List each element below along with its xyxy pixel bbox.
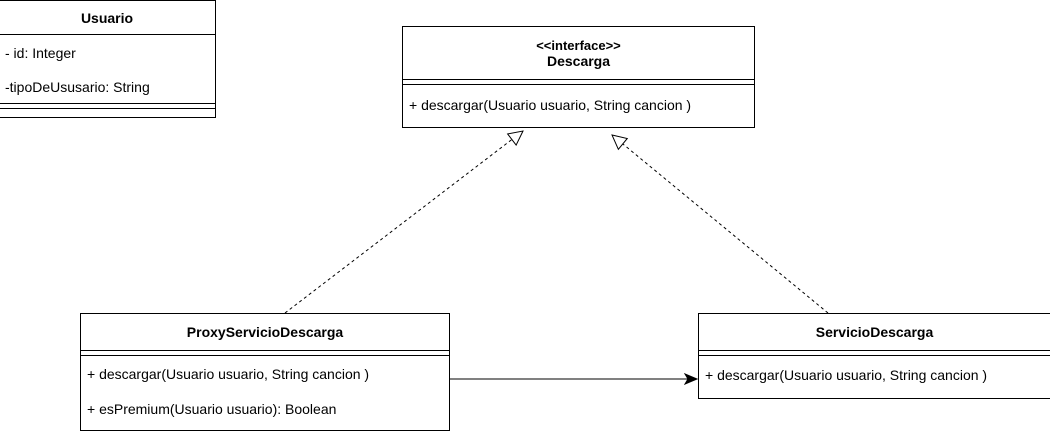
class-descarga-method: + descargar(Usuario usuario, String canc… bbox=[409, 97, 692, 113]
class-descarga-divider bbox=[403, 79, 754, 85]
class-usuario-name: Usuario bbox=[80, 9, 134, 26]
realization-proxy-to-descarga[interactable] bbox=[284, 131, 523, 314]
class-proxy-header: ProxyServicioDescarga bbox=[81, 314, 449, 350]
class-descarga[interactable]: <<interface>> Descarga + descargar(Usuar… bbox=[402, 26, 755, 128]
class-usuario[interactable]: Usuario - id: Integer -tipoDeUsusario: S… bbox=[0, 0, 216, 118]
class-proxy-method: + descargar(Usuario usuario, String canc… bbox=[87, 366, 370, 382]
class-usuario-attribute: -tipoDeUsusario: String bbox=[5, 79, 150, 95]
class-usuario-attribute: - id: Integer bbox=[5, 45, 76, 61]
class-proxy-name: ProxyServicioDescarga bbox=[186, 324, 344, 340]
class-servicio-method: + descargar(Usuario usuario, String canc… bbox=[705, 367, 988, 383]
class-usuario-header: Usuario bbox=[0, 1, 215, 34]
class-proxy-divider bbox=[81, 350, 449, 356]
class-servicio-descarga[interactable]: ServicioDescarga + descargar(Usuario usu… bbox=[698, 313, 1050, 399]
class-proxy-method: + esPremium(Usuario usuario): Boolean bbox=[87, 401, 337, 417]
class-descarga-name: Descarga bbox=[546, 52, 611, 69]
class-servicio-name: ServicioDescarga bbox=[815, 324, 934, 340]
class-servicio-header: ServicioDescarga bbox=[699, 314, 1050, 350]
class-usuario-divider bbox=[0, 34, 215, 35]
class-proxy-servicio-descarga[interactable]: ProxyServicioDescarga + descargar(Usuari… bbox=[80, 313, 450, 431]
class-servicio-divider bbox=[699, 350, 1050, 356]
class-usuario-methods-divider bbox=[0, 103, 215, 109]
class-descarga-stereotype: <<interface>> bbox=[536, 37, 621, 53]
realization-servicio-to-descarga[interactable] bbox=[612, 135, 829, 314]
class-descarga-header: <<interface>> Descarga bbox=[403, 27, 754, 79]
